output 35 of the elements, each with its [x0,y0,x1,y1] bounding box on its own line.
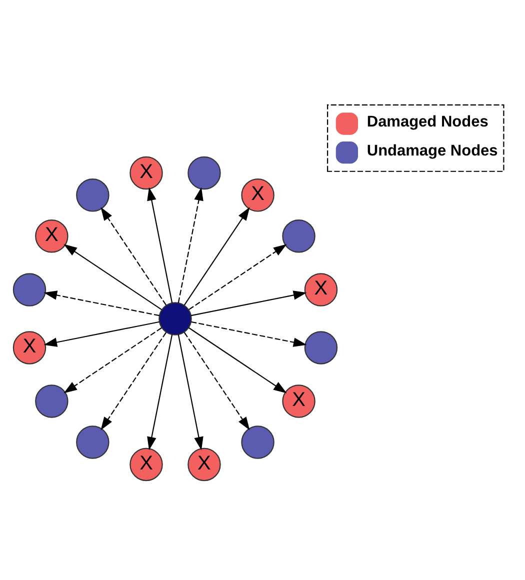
node-circle: X [129,447,162,481]
node-circle [187,156,220,190]
node-circle: X [12,330,46,364]
node-circle: X [129,156,162,190]
node-circle: X [282,384,315,418]
arrow [43,320,159,346]
node-circle [282,219,315,252]
arrow [63,326,162,393]
node-circle [240,425,274,458]
arrow [146,186,172,302]
arrow [190,320,306,346]
arrow [43,290,159,316]
arrow [177,186,203,302]
node-circle: X [34,219,68,252]
node-circle [76,425,109,458]
node-circle [76,178,109,212]
arrow [188,244,286,310]
arrow [100,332,166,430]
node-circle [158,302,192,335]
legend-label: Damaged Nodes [366,113,488,130]
arrow [190,290,306,316]
node-circle: X [304,272,338,306]
node-circle [304,330,338,364]
arrow [188,326,286,393]
arrow [63,244,162,310]
legend-label: Undamage Nodes [366,142,498,160]
node-circle: X [240,178,274,212]
node-circle [34,384,68,418]
arrow [146,334,172,450]
arrow [183,206,250,305]
node-circle [12,272,46,306]
node-circle: X [187,447,220,481]
arrow [183,332,250,430]
arrow [100,206,166,305]
arrow [177,334,203,450]
